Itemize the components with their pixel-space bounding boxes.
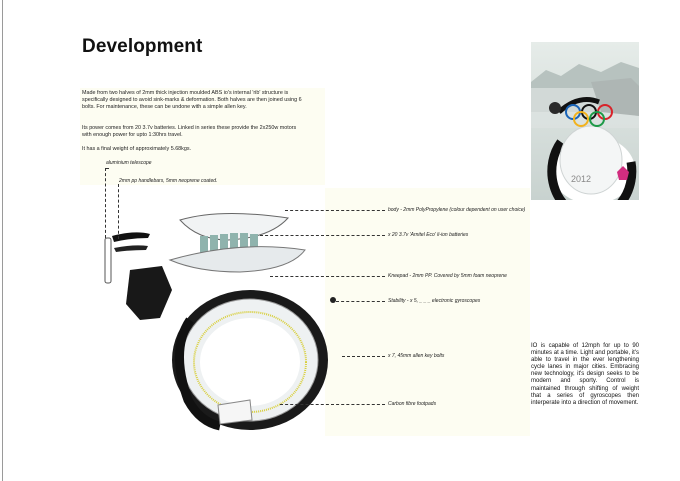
callout-batteries: x 20 3.7v 'Arnitel Eco' li-ion batteries (388, 232, 469, 238)
callout-footpads: Carbon fibre footpads (388, 401, 437, 407)
handlebar-part (112, 232, 150, 242)
callout-panel (325, 188, 530, 436)
telescope-leader-line (105, 168, 106, 238)
callout-telescope: aluminium telescope (106, 160, 152, 166)
rim-accent (193, 311, 307, 413)
callout-stability: Stability - x 5, _ _ _ electronic gyrosc… (388, 298, 481, 304)
callout-kneepad: Kneepad - 2mm PP. Covered by 5mm foam ne… (388, 273, 507, 279)
exploded-assembly-illustration (104, 212, 336, 431)
handlebars-leader-line (118, 184, 119, 239)
intro-text-panel (80, 88, 325, 185)
callout-handlebars: 2mm pp handlebars, 5mm neoprene coated. (119, 178, 218, 184)
side-description: IO is capable of 12mph for up to 90 minu… (531, 343, 639, 406)
page-title: Development (82, 36, 203, 57)
gyroscope-part (330, 297, 336, 303)
body-leader-line (285, 210, 385, 211)
kneepad-leader-line (270, 276, 385, 277)
page-edge-line (2, 0, 3, 481)
battery-pack (200, 233, 258, 256)
callout-body: body - 2mm PolyPropylene (colour depende… (388, 207, 526, 213)
batteries-leader-line (260, 235, 385, 236)
photo-badge-text: 2012 (571, 174, 591, 184)
callout-bolts: x 7, 45mm allen key bolts (388, 353, 445, 359)
stability-leader-line (336, 301, 385, 302)
footpads-leader-line (280, 404, 385, 405)
bolts-leader-line (342, 356, 385, 357)
kneepad-part (126, 266, 172, 320)
intro-paragraph-2: Its power comes from 20 3.7v batteries. … (82, 125, 297, 139)
footpad-part (217, 399, 253, 425)
intro-paragraph-3: It has a final weight of approximately 5… (82, 146, 192, 152)
telescope-part (104, 237, 112, 284)
product-photo: 2012 (531, 42, 639, 200)
intro-paragraph-1: Made from two halves of 2mm thick inject… (82, 90, 302, 111)
